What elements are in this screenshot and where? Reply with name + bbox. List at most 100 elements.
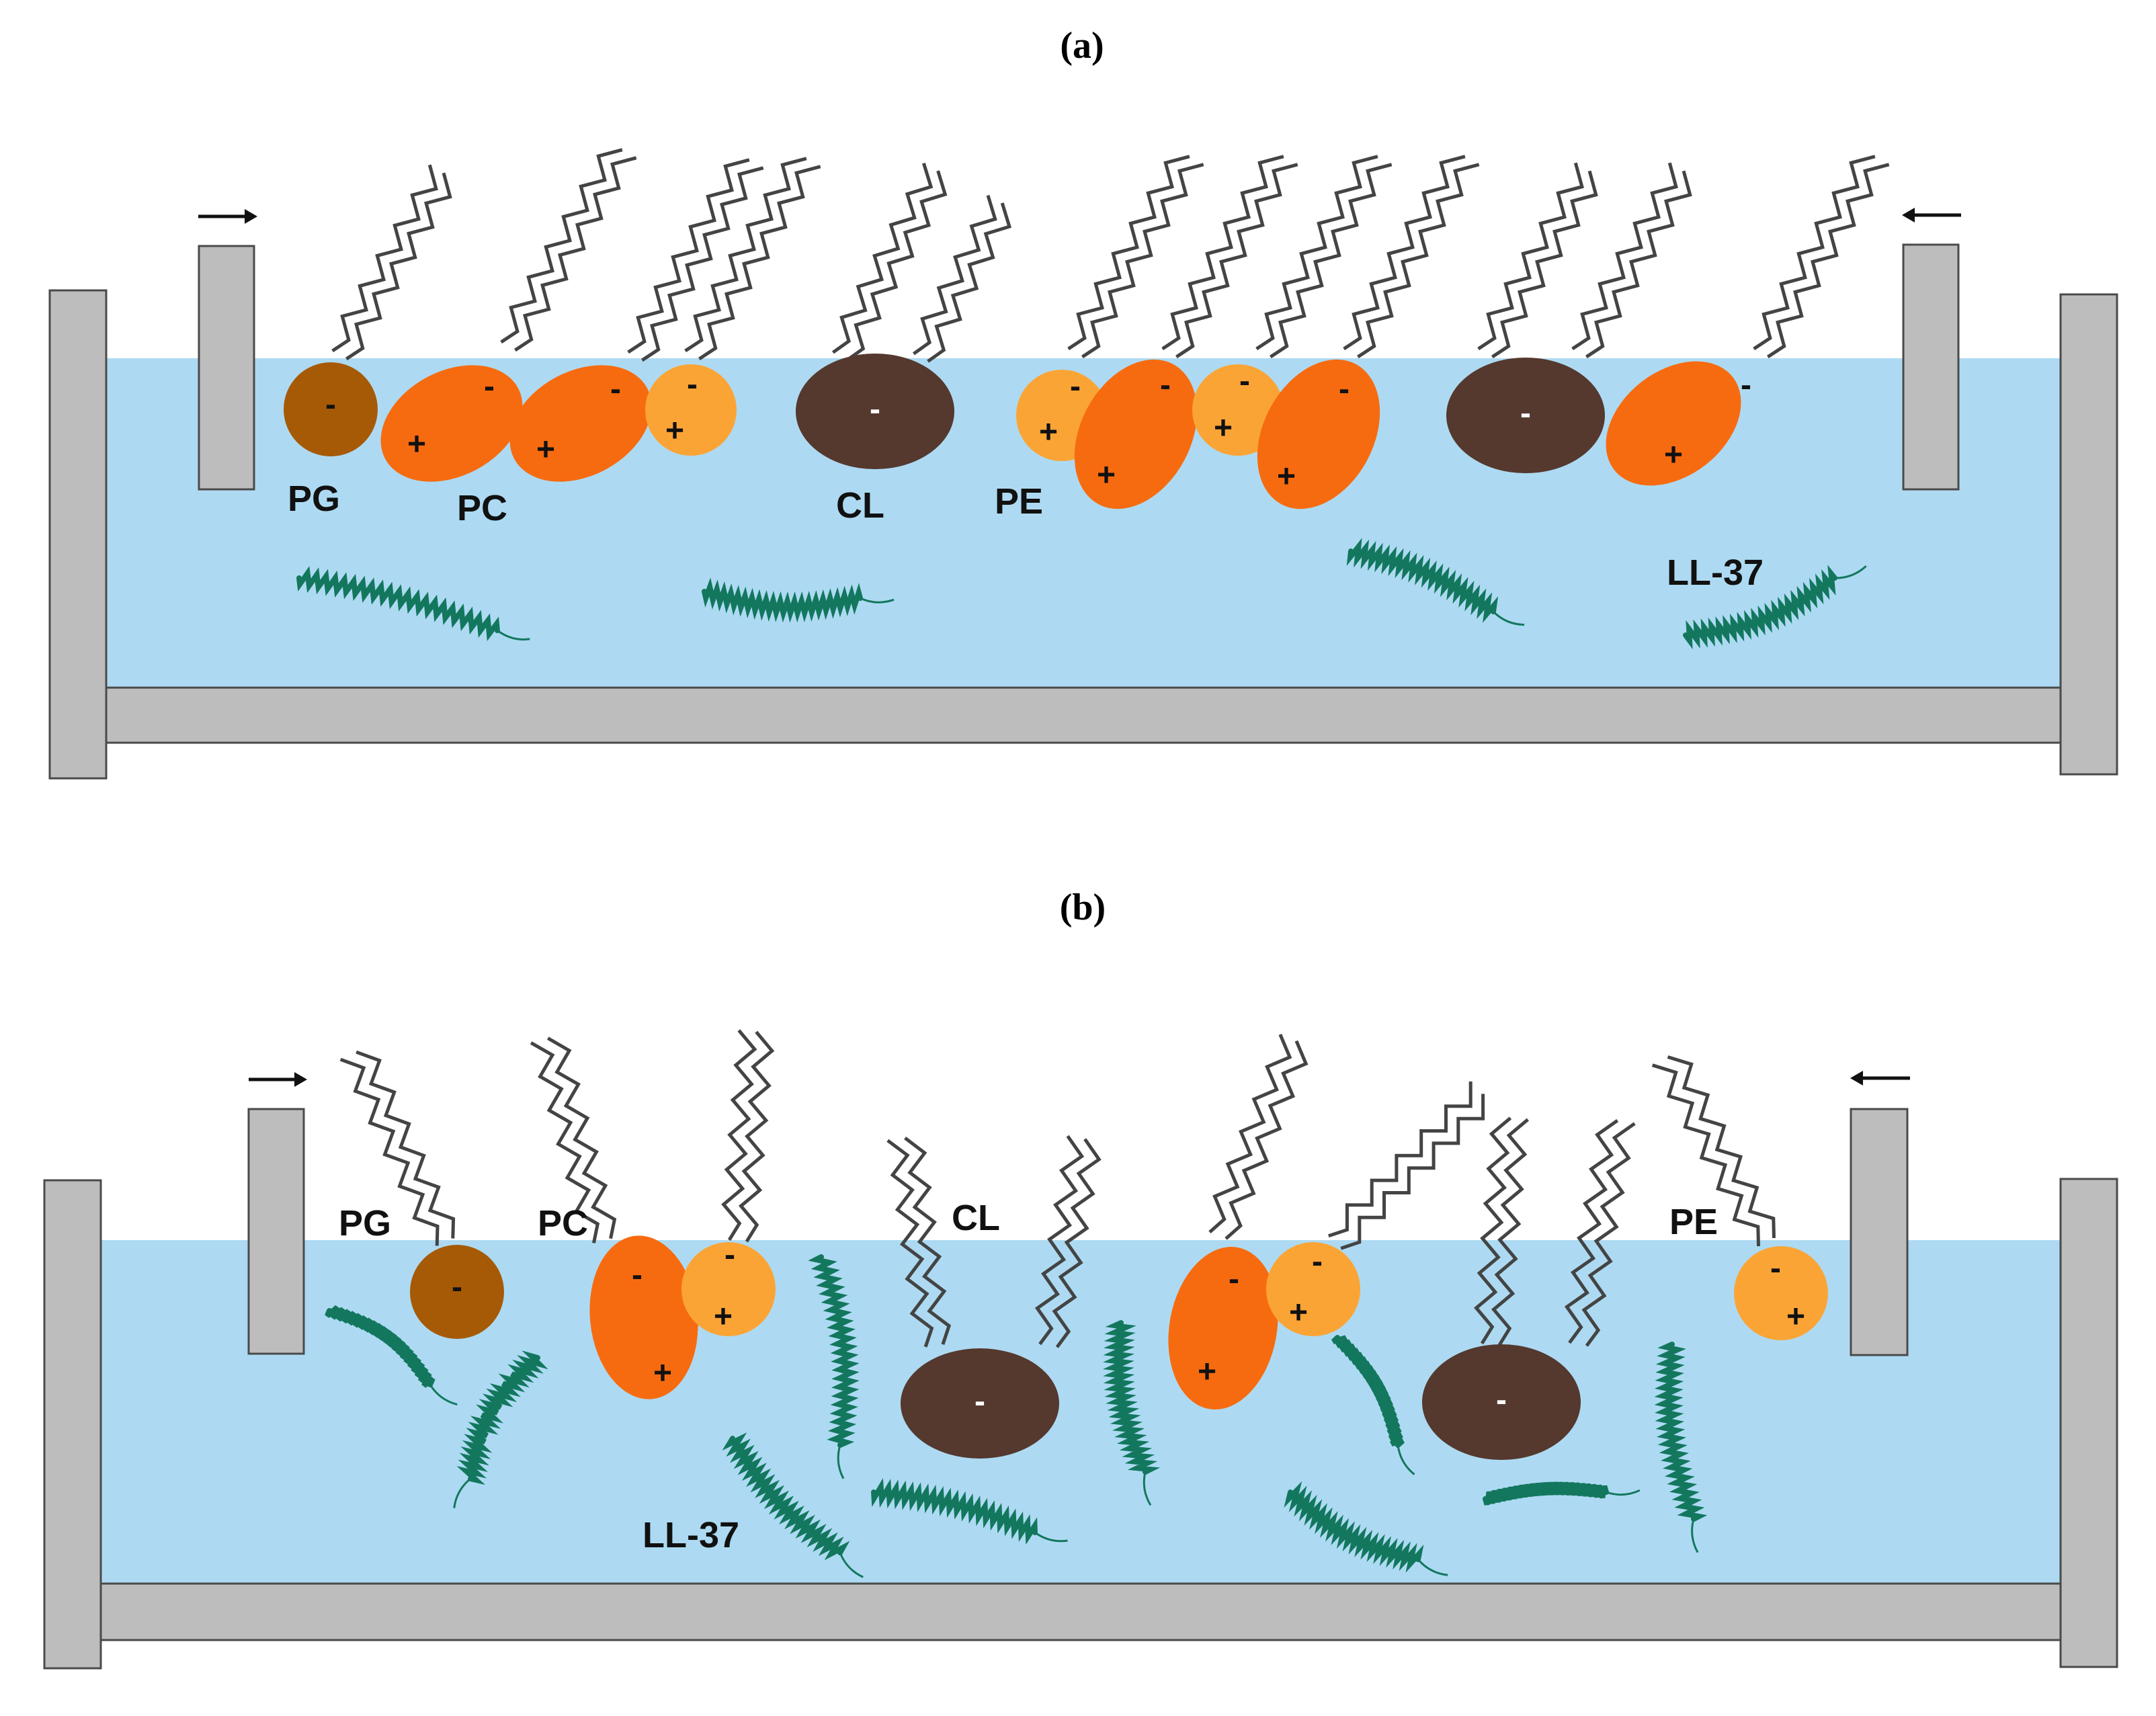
- lipid-tail: [927, 202, 1012, 363]
- lipid-tail: [1328, 1081, 1473, 1238]
- positive-charge: +: [1664, 438, 1683, 473]
- lipid-tail: [1491, 1118, 1530, 1346]
- label-cl-a: CL: [836, 485, 884, 526]
- pc-headgroup: -+: [1168, 1247, 1278, 1409]
- cl-headgroup: -: [1422, 1344, 1581, 1460]
- pe-headgroup: -+: [681, 1237, 776, 1336]
- cl-headgroup: -: [901, 1348, 1059, 1459]
- panel-b-label: (b): [1059, 887, 1106, 928]
- lipid-tail: [1477, 162, 1584, 351]
- lipid-tail: [1571, 162, 1678, 351]
- lipid-tail: [641, 166, 764, 362]
- ll37-peptide: [1331, 1335, 1415, 1475]
- lipid-tail: [1753, 155, 1876, 351]
- pc-headgroup-shape: [1606, 361, 1741, 486]
- positive-charge: +: [1198, 1354, 1216, 1390]
- barrier-right-a[interactable]: [1902, 243, 1960, 491]
- negative-charge: -: [1239, 364, 1250, 399]
- barrier-right-b[interactable]: [1850, 1108, 1909, 1356]
- positive-charge: +: [714, 1299, 733, 1335]
- lipid-tail: [1067, 155, 1190, 351]
- barrier-left-a[interactable]: [198, 245, 255, 491]
- lipid-tail: [1052, 1138, 1102, 1348]
- negative-charge: -: [687, 367, 698, 403]
- ll37-peptides-b: [325, 1254, 1708, 1578]
- pc-headgroup: -+: [589, 1235, 698, 1399]
- ll37-peptide: [808, 1254, 860, 1479]
- ll37-peptide: [325, 1305, 458, 1406]
- cl-headgroup: -: [1446, 358, 1605, 473]
- pg-headgroup: -: [284, 362, 378, 456]
- panel-b: --+-+--+-+--+ PG PC CL PE LL-37: [43, 1029, 2118, 1670]
- lipid-tail: [339, 1057, 440, 1246]
- lipid-tail: [1081, 163, 1204, 359]
- lipid-tail: [1255, 155, 1378, 351]
- lipid-tail: [698, 165, 821, 361]
- lipid-tail: [1585, 170, 1692, 359]
- lipid-tail: [1581, 1122, 1636, 1347]
- negative-charge: -: [975, 1384, 985, 1420]
- lipid-tail: [1343, 155, 1466, 351]
- ll37-peptides-a: [296, 538, 1867, 650]
- pc-headgroup-shape: [1257, 359, 1380, 509]
- ll37-peptide: [1284, 1481, 1448, 1576]
- negative-charge: -: [870, 392, 880, 427]
- pc-headgroup: -+: [509, 365, 652, 482]
- right-arrow-icon: [249, 1072, 307, 1087]
- positive-charge: +: [1277, 459, 1296, 495]
- lipid-tail: [331, 164, 438, 353]
- label-pg-b: PG: [339, 1203, 391, 1243]
- pc-headgroup: -+: [1606, 361, 1751, 486]
- positive-charge: +: [1097, 458, 1116, 493]
- ll37-peptide: [702, 577, 895, 623]
- negative-charge: -: [325, 387, 336, 423]
- ll37-peptide: [1683, 565, 1867, 650]
- negative-charge: -: [1229, 1262, 1239, 1297]
- positive-charge: +: [1786, 1299, 1805, 1335]
- pc-headgroup-shape: [1074, 359, 1198, 509]
- label-pe-a: PE: [995, 481, 1043, 522]
- lipid-tail: [912, 194, 997, 356]
- pe-headgroup-shape: [1734, 1246, 1828, 1340]
- positive-charge: +: [665, 413, 684, 449]
- positive-charge: +: [653, 1356, 672, 1391]
- cl-headgroup-shape: [901, 1348, 1059, 1459]
- positive-charge: +: [536, 432, 555, 468]
- negative-charge: -: [724, 1237, 735, 1273]
- lipid-tail: [1208, 1034, 1292, 1234]
- lipid-tail: [1651, 1063, 1761, 1247]
- negative-charge: -: [484, 369, 495, 405]
- label-pc-a: PC: [457, 488, 507, 528]
- pe-headgroup: -+: [1734, 1246, 1828, 1340]
- pc-headgroup: -+: [1074, 359, 1198, 509]
- lipid-tail: [721, 1029, 757, 1241]
- positive-charge: +: [1289, 1295, 1308, 1331]
- negative-charge: -: [1312, 1244, 1323, 1280]
- pc-headgroup: -+: [380, 365, 523, 482]
- negative-charge: -: [1160, 368, 1171, 403]
- negative-charge: -: [1070, 369, 1081, 405]
- lipid-tail: [684, 157, 807, 353]
- pc-headgroup-shape: [1168, 1247, 1278, 1409]
- pe-headgroup: -+: [1266, 1242, 1360, 1336]
- barrier-left-b[interactable]: [247, 1108, 305, 1355]
- positive-charge: +: [407, 427, 426, 462]
- lipid-tail: [1357, 163, 1480, 359]
- pe-headgroup: -+: [645, 364, 737, 456]
- ll37-peptide: [722, 1432, 864, 1578]
- positive-charge: +: [1214, 411, 1233, 446]
- ll37-peptide: [871, 1478, 1068, 1545]
- left-arrow-icon: [1850, 1071, 1910, 1086]
- lipid-tail: [1667, 1055, 1776, 1238]
- lipid-tail: [1491, 170, 1598, 359]
- lipid-tail: [356, 1050, 456, 1239]
- pc-headgroup-shape: [589, 1235, 698, 1399]
- cl-headgroup: -: [796, 354, 954, 469]
- negative-charge: -: [452, 1270, 462, 1305]
- cl-headgroup-shape: [1446, 358, 1605, 473]
- pe-headgroup-shape: [1266, 1242, 1360, 1336]
- pc-headgroup-shape: [509, 365, 652, 482]
- trough-wall-right-b: [2059, 1178, 2118, 1668]
- ll37-peptide: [1103, 1320, 1161, 1506]
